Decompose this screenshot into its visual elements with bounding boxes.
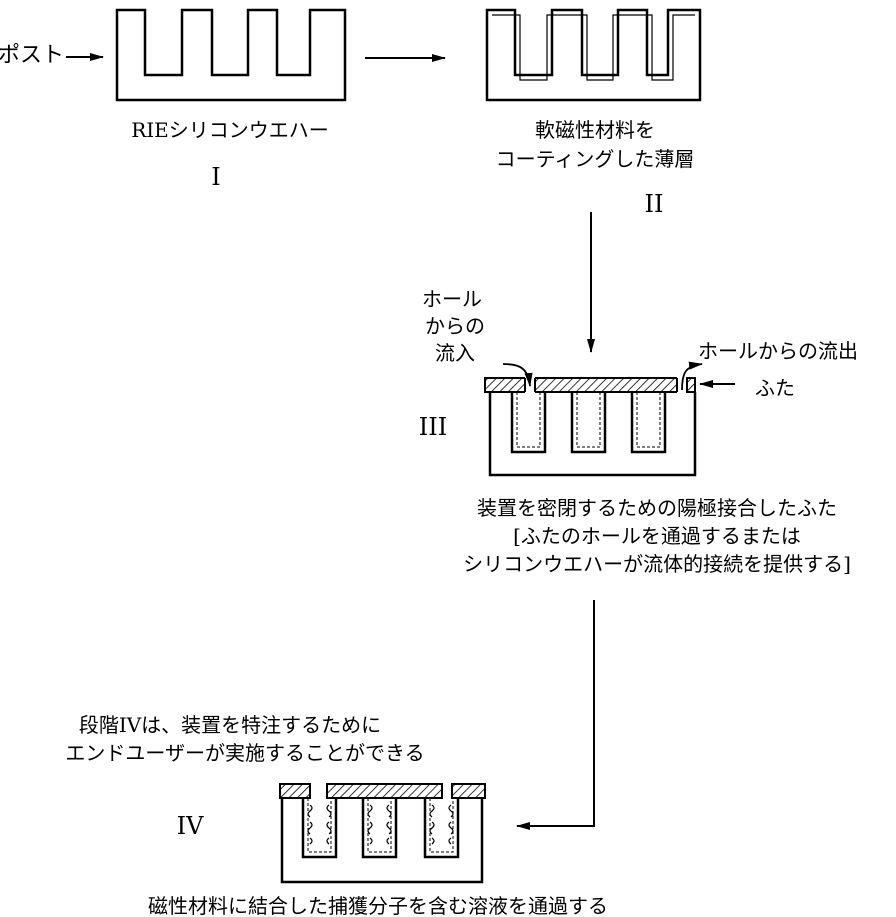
step4-numeral: IV: [177, 812, 204, 840]
step3-device: [485, 376, 695, 475]
step2-caption-line1: 軟磁性材料を: [535, 118, 655, 142]
lid-label: ふた: [755, 376, 795, 400]
inflow-label-line2: からの: [425, 314, 485, 338]
step1-wafer: [117, 10, 345, 100]
arrow-step3-to-step4: [517, 600, 594, 826]
step4-note-line2: エンドユーザーが実施することができる: [65, 741, 424, 765]
step4-device: [280, 784, 485, 882]
step1-numeral: I: [211, 163, 220, 191]
step1-caption: RIEシリコンウエハー: [131, 118, 329, 142]
inflow-label-line3: 流入: [435, 341, 475, 365]
step4-note-line1: 段階IVは、装置を特注するために: [79, 713, 381, 737]
step3-numeral: III: [419, 413, 447, 441]
post-label: ポスト: [0, 43, 64, 68]
outflow-label: ホールからの流出: [698, 339, 858, 363]
step3-caption-line2: [ふたのホールを通過するまたは: [513, 524, 801, 548]
step4-caption: 磁性材料に結合した捕獲分子を含む溶液を通過する: [148, 894, 608, 917]
inflow-label-line1: ホール: [422, 287, 482, 311]
step3-caption-line1: 装置を密閉するための陽極接合したふた: [477, 496, 837, 520]
step3-caption-line3: シリコンウエハーが流体的接続を提供する]: [463, 552, 851, 576]
step2-numeral: II: [645, 190, 664, 218]
step2-caption-line2: コーティングした薄層: [496, 147, 695, 171]
step2-coated-wafer: [487, 10, 700, 100]
